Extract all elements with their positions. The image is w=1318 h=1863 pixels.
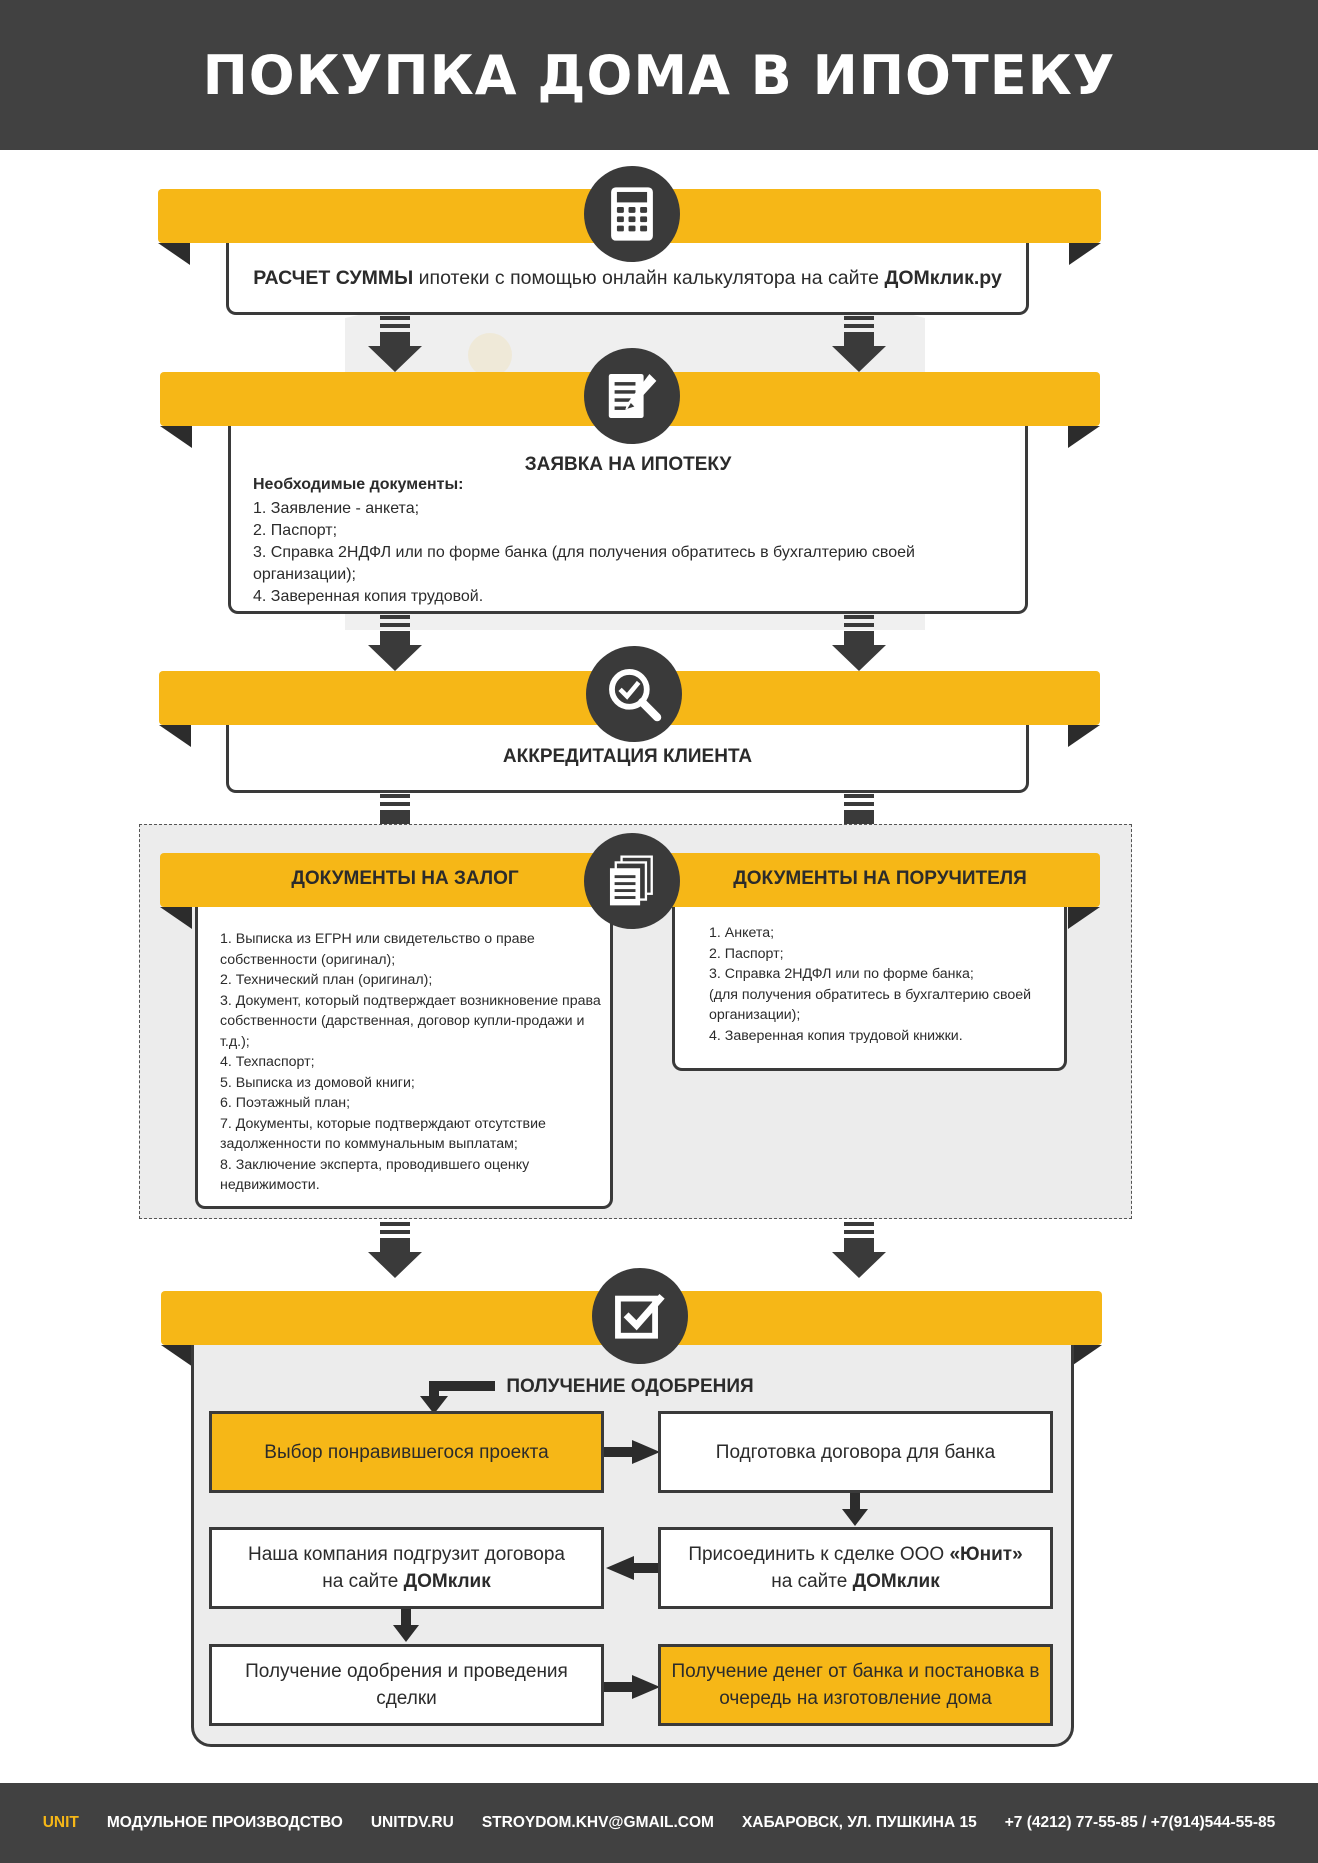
- flow-box-label: Получение денег от банка и постановка в …: [671, 1661, 1040, 1709]
- flow-box-label: Получение одобрения и проведения сделки: [245, 1661, 568, 1709]
- flow-box-text: на сайте: [771, 1571, 853, 1592]
- step4-right-band: [650, 853, 1100, 907]
- list-item: 2. Паспорт;: [253, 522, 338, 539]
- list-item: 2. Паспорт;: [709, 945, 784, 962]
- step1-site-label: ДОМклик.ру: [884, 267, 1002, 289]
- footer-email-link[interactable]: STROYDOM.KHV@GMAIL.COM: [481, 1814, 714, 1831]
- step2-title: ЗАЯВКА НА ИПОТЕКУ: [524, 454, 732, 475]
- arrow-down: [368, 1222, 422, 1278]
- step2-subtitle: Необходимые документы:: [253, 476, 464, 493]
- flow-box-text: Присоединить к сделке ООО: [688, 1544, 950, 1565]
- list-item: 1. Выписка из ЕГРН или свидетельство о п…: [220, 931, 535, 968]
- footer-tagline: МОДУЛЬНОЕ ПРОИЗВОДСТВО: [106, 1814, 343, 1831]
- flow-box-approval-deal: Получение одобрения и проведения сделки: [209, 1644, 604, 1726]
- step1-mid-label: ипотеки с помощью онлайн калькулятора на…: [413, 267, 885, 289]
- list-item: 8. Заключение эксперта, проводившего оце…: [220, 1156, 530, 1194]
- list-item: 4. Техпаспорт;: [220, 1054, 315, 1070]
- step1-bold-label: РАСЧЕТ СУММЫ: [253, 267, 414, 289]
- list-item: 6. Поэтажный план;: [220, 1095, 351, 1111]
- document-pen-icon: [608, 373, 657, 419]
- list-item: 3. Документ, который подтверждает возник…: [220, 992, 601, 1050]
- flow-box-receive-money: Получение денег от банка и постановка в …: [658, 1644, 1053, 1726]
- flow-box-label: Выбор понравившегося проекта: [264, 1441, 549, 1463]
- step4-icon-circle: [584, 833, 680, 929]
- flow-box-label: Наша компания подгрузит договора на сайт…: [248, 1541, 565, 1595]
- list-item: 4. Заверенная копия трудовой.: [253, 588, 484, 605]
- list-item: 2. Технический план (оригинал);: [220, 972, 433, 988]
- band-notch: [159, 725, 191, 747]
- list-item: (для получения обратитесь в бухгалтерию …: [709, 986, 1032, 1024]
- band-notch: [1070, 1345, 1102, 1367]
- magnifier-check-icon: [609, 669, 662, 722]
- arrow-down: [368, 615, 422, 671]
- step3-icon-circle: [586, 646, 682, 742]
- checkbox-icon: [615, 1293, 665, 1339]
- band-notch: [1068, 725, 1100, 747]
- site-name: ДОМклик: [403, 1571, 491, 1592]
- list-item: 4. Заверенная копия трудовой книжки.: [709, 1027, 963, 1044]
- step4-right-card: 1. Анкета; 2. Паспорт; 3. Справка 2НДФЛ …: [672, 907, 1067, 1071]
- step5-title: ПОЛУЧЕНИЕ ОДОБРЕНИЯ: [506, 1376, 754, 1397]
- band-notch: [160, 426, 192, 448]
- site-name: ДОМклик: [852, 1571, 940, 1592]
- flow-box-label: Подготовка договора для банка: [715, 1441, 996, 1463]
- calculator-icon: [611, 187, 653, 241]
- flow-box-text: Наша компания подгрузит договора: [248, 1544, 565, 1565]
- footer-site-link[interactable]: UNITDV.RU: [370, 1814, 454, 1831]
- flow-box-join-deal: Присоединить к сделке ООО «Юнит» на сайт…: [658, 1527, 1053, 1609]
- page-header: ПОКУПКА ДОМА В ИПОТЕКУ: [0, 0, 1318, 150]
- step4-left-card: 1. Выписка из ЕГРН или свидетельство о п…: [195, 907, 613, 1209]
- arrow-down: [832, 316, 886, 372]
- flow-box-choose-project: Выбор понравившегося проекта: [209, 1411, 604, 1493]
- guarantor-doc-list: 1. Анкета; 2. Паспорт; 3. Справка 2НДФЛ …: [709, 923, 1054, 1046]
- flow-box-text: на сайте: [322, 1571, 404, 1592]
- step4-right-title: ДОКУМЕНТЫ НА ПОРУЧИТЕЛЯ: [733, 868, 1027, 889]
- step1-icon-circle: [584, 166, 680, 262]
- page-footer: UNIT МОДУЛЬНОЕ ПРОИЗВОДСТВО UNITDV.RU ST…: [0, 1783, 1318, 1863]
- footer-brand: UNIT: [42, 1814, 79, 1831]
- arrow-down: [832, 615, 886, 671]
- band-notch: [1068, 907, 1100, 929]
- list-item: 7. Документы, которые подтверждают отсут…: [220, 1115, 546, 1153]
- list-item: 1. Анкета;: [709, 925, 775, 941]
- list-item: 3. Справка 2НДФЛ или по форме банка;: [709, 966, 974, 982]
- arrow-down: [832, 1222, 886, 1278]
- footer-phones[interactable]: +7 (4212) 77-55-85 / +7(914)544-55-85: [1004, 1814, 1276, 1831]
- step1-text: РАСЧЕТ СУММЫ ипотеки с помощью онлайн ка…: [229, 267, 1026, 290]
- step2-card: ЗАЯВКА НА ИПОТЕКУ Необходимые документы:…: [228, 426, 1028, 614]
- footer-address: ХАБАРОВСК, УЛ. ПУШКИНА 15: [741, 1814, 977, 1831]
- arrow-down: [368, 316, 422, 372]
- band-notch: [1069, 243, 1101, 265]
- band-notch: [161, 1345, 193, 1367]
- step4-left-band: [160, 853, 610, 907]
- flow-box-upload-contract: Наша компания подгрузит договора на сайт…: [209, 1527, 604, 1609]
- list-item: 1. Заявление - анкета;: [253, 500, 420, 517]
- step2-icon-circle: [584, 348, 680, 444]
- collateral-doc-list: 1. Выписка из ЕГРН или свидетельство о п…: [220, 929, 605, 1196]
- step5-icon-circle: [592, 1268, 688, 1364]
- flow-box-label: Присоединить к сделке ООО «Юнит» на сайт…: [688, 1541, 1022, 1595]
- flow-box-prepare-contract: Подготовка договора для банка: [658, 1411, 1053, 1493]
- band-notch: [160, 907, 192, 929]
- step2-list: 1. Заявление - анкета; 2. Паспорт; 3. Сп…: [253, 498, 993, 608]
- list-item: 3. Справка 2НДФЛ или по форме банка (для…: [253, 544, 915, 583]
- company-name: «Юнит»: [949, 1544, 1023, 1565]
- band-notch: [158, 243, 190, 265]
- step4-left-title: ДОКУМЕНТЫ НА ЗАЛОГ: [291, 868, 519, 889]
- page-title: ПОКУПКА ДОМА В ИПОТЕКУ: [202, 43, 1116, 107]
- list-item: 5. Выписка из домовой книги;: [220, 1074, 415, 1091]
- step3-title: АККРЕДИТАЦИЯ КЛИЕНТА: [502, 746, 753, 767]
- documents-icon: [609, 855, 653, 906]
- band-notch: [1068, 426, 1100, 448]
